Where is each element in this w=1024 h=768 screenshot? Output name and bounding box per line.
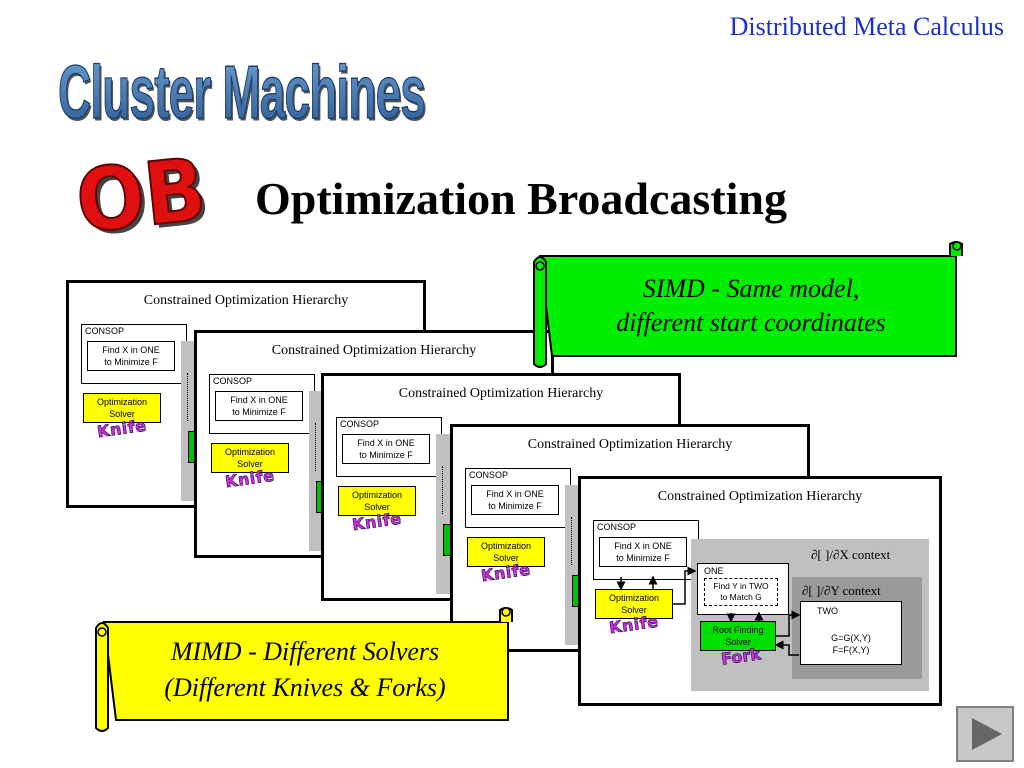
opt-solver-line2: Solver	[493, 553, 519, 563]
find-x-line1: Find X in ONE	[486, 489, 544, 499]
simd-scroll	[533, 241, 963, 368]
connector-arrows	[616, 566, 801, 656]
connector-dots	[187, 373, 198, 421]
consop-label: CONSOP	[597, 522, 637, 532]
wordart-cluster-machines-face: Cluster Machines	[58, 50, 425, 135]
simd-line2: different start coordinates	[616, 308, 886, 337]
mimd-line2: (Different Knives & Forks)	[164, 673, 446, 702]
mimd-text: MIMD - Different Solvers (Different Kniv…	[110, 634, 500, 706]
find-x-line2: to Minimize F	[488, 501, 542, 511]
opt-solver-line1: Optimization	[608, 593, 660, 603]
card-title: Constrained Optimization Hierarchy	[143, 293, 349, 308]
wordart-ob: OB	[72, 139, 211, 250]
consop-box: CONSOP Find X in ONE to Minimize F	[465, 468, 571, 528]
find-x-line2: to Minimize F	[359, 450, 413, 460]
context-x-region: ∂[ ]/∂X context ∂[ ]/∂Y context TWO G=G(…	[691, 539, 929, 691]
consop-label: CONSOP	[469, 470, 509, 480]
find-x-line1: Find X in ONE	[357, 438, 415, 448]
consop-box: CONSOP Find X in ONE to Minimize F	[81, 324, 187, 384]
equation-g: G=G(X,Y)	[831, 633, 871, 643]
consop-label: CONSOP	[85, 326, 125, 336]
consop-label: CONSOP	[340, 419, 380, 429]
hierarchy-card-5: Constrained Optimization Hierarchy CONSO…	[578, 476, 942, 706]
card-title: Constrained Optimization Hierarchy	[398, 386, 604, 401]
find-x-box: Find X in ONE to Minimize F	[599, 537, 687, 567]
equations: G=G(X,Y) F=F(X,Y)	[801, 632, 901, 656]
optimization-solver-box: Optimization Solver	[467, 537, 545, 567]
main-title: Optimization Broadcasting	[255, 173, 788, 224]
find-y-line1: Find Y in TWO	[713, 581, 769, 591]
opt-solver-line2: Solver	[364, 502, 390, 512]
one-box: ONE Find Y in TWO to Match G	[697, 563, 789, 615]
optimization-solver-box: Optimization Solver	[83, 393, 161, 423]
context-y-label: ∂[ ]/∂Y context	[802, 583, 881, 598]
opt-solver-line2: Solver	[621, 605, 647, 615]
wordart-ob-shadow: OB	[76, 143, 215, 250]
find-x-box: Find X in ONE to Minimize F	[87, 341, 175, 371]
opt-solver-line1: Optimization	[96, 397, 148, 407]
opt-solver-line2: Solver	[237, 459, 263, 469]
optimization-solver-box: Optimization Solver	[338, 486, 416, 516]
find-x-box: Find X in ONE to Minimize F	[342, 434, 430, 464]
optimization-solver-box: Optimization Solver	[211, 443, 289, 473]
find-x-line2: to Minimize F	[616, 553, 670, 563]
simd-line1: SIMD - Same model,	[642, 274, 860, 303]
wordart-cluster-machines: Cluster Machines	[60, 53, 427, 138]
connector-dots	[442, 466, 453, 514]
consop-box: CONSOP Find X in ONE to Minimize F	[209, 374, 315, 434]
root-solver-line2: Solver	[725, 637, 751, 647]
consop-label: CONSOP	[213, 376, 253, 386]
find-x-box: Find X in ONE to Minimize F	[215, 391, 303, 421]
find-x-line2: to Minimize F	[232, 407, 286, 417]
root-solver-line1: Root Finding	[712, 625, 764, 635]
find-y-box: Find Y in TWO to Match G	[704, 578, 778, 606]
find-x-box: Find X in ONE to Minimize F	[471, 485, 559, 515]
optimization-solver-box: Optimization Solver	[595, 589, 673, 619]
header-title: Distributed Meta Calculus	[729, 12, 1004, 41]
opt-solver-line2: Solver	[109, 409, 135, 419]
opt-solver-line1: Optimization	[480, 541, 532, 551]
consop-box: CONSOP Find X in ONE to Minimize F	[336, 417, 442, 477]
simd-text: SIMD - Same model, different start coord…	[556, 272, 946, 340]
find-x-line1: Find X in ONE	[614, 541, 672, 551]
connector-dots	[315, 423, 326, 471]
one-label: ONE	[704, 566, 724, 576]
root-finding-solver-box: Root Finding Solver	[700, 621, 776, 651]
two-box: TWO G=G(X,Y) F=F(X,Y)	[800, 601, 902, 665]
find-x-line1: Find X in ONE	[102, 345, 160, 355]
find-x-line2: to Minimize F	[104, 357, 158, 367]
mimd-scroll	[95, 607, 513, 732]
card-title: Constrained Optimization Hierarchy	[271, 343, 477, 358]
mimd-line1: MIMD - Different Solvers	[170, 637, 440, 666]
context-x-label: ∂[ ]/∂X context	[811, 547, 891, 562]
next-slide-button[interactable]	[956, 706, 1014, 762]
context-y-region: ∂[ ]/∂Y context TWO G=G(X,Y) F=F(X,Y)	[792, 577, 922, 679]
play-right-icon	[972, 718, 1002, 750]
opt-solver-line1: Optimization	[351, 490, 403, 500]
find-y-line2: to Match G	[720, 592, 762, 602]
card-title: Constrained Optimization Hierarchy	[657, 489, 863, 504]
find-x-line1: Find X in ONE	[230, 395, 288, 405]
equation-f: F=F(X,Y)	[832, 645, 870, 655]
card-title: Constrained Optimization Hierarchy	[527, 437, 733, 452]
wordart-graphics: Cluster Machines Cluster Machines OB OB	[57, 50, 427, 250]
connector-dots	[571, 517, 582, 565]
two-label: TWO	[817, 606, 838, 616]
opt-solver-line1: Optimization	[224, 447, 276, 457]
